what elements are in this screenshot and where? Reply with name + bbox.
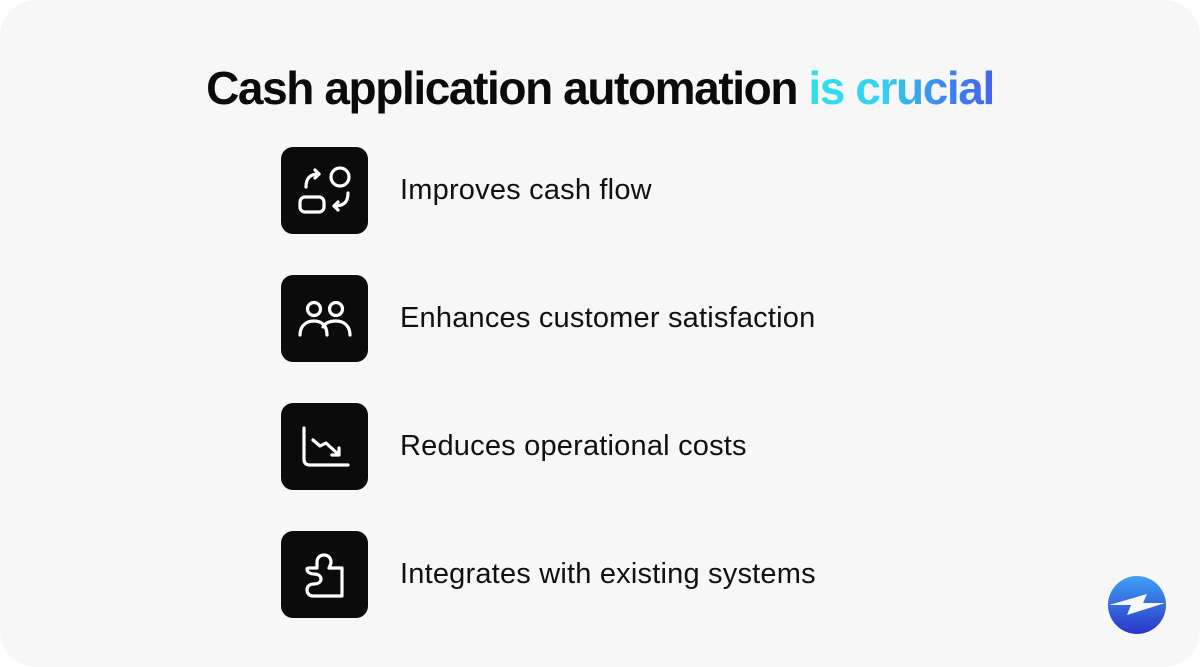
benefit-label: Integrates with existing systems (400, 558, 816, 590)
benefit-item-operational-costs: Reduces operational costs (281, 403, 747, 490)
exchange-icon (281, 147, 368, 234)
page-title: Cash application automation is crucial (0, 58, 1200, 118)
chart-down-icon (281, 403, 368, 490)
title-main: Cash application automation (206, 62, 809, 114)
benefit-item-cash-flow: Improves cash flow (281, 147, 652, 234)
benefit-item-customer-satisfaction: Enhances customer satisfaction (281, 275, 815, 362)
users-icon (281, 275, 368, 362)
benefit-item-integrations: Integrates with existing systems (281, 531, 816, 618)
benefit-label: Improves cash flow (400, 174, 652, 206)
benefit-label: Enhances customer satisfaction (400, 302, 816, 334)
brand-logo-icon (1107, 575, 1167, 635)
title-accent: is crucial (808, 62, 995, 114)
benefit-label: Reduces operational costs (400, 430, 747, 462)
puzzle-icon (281, 531, 368, 618)
